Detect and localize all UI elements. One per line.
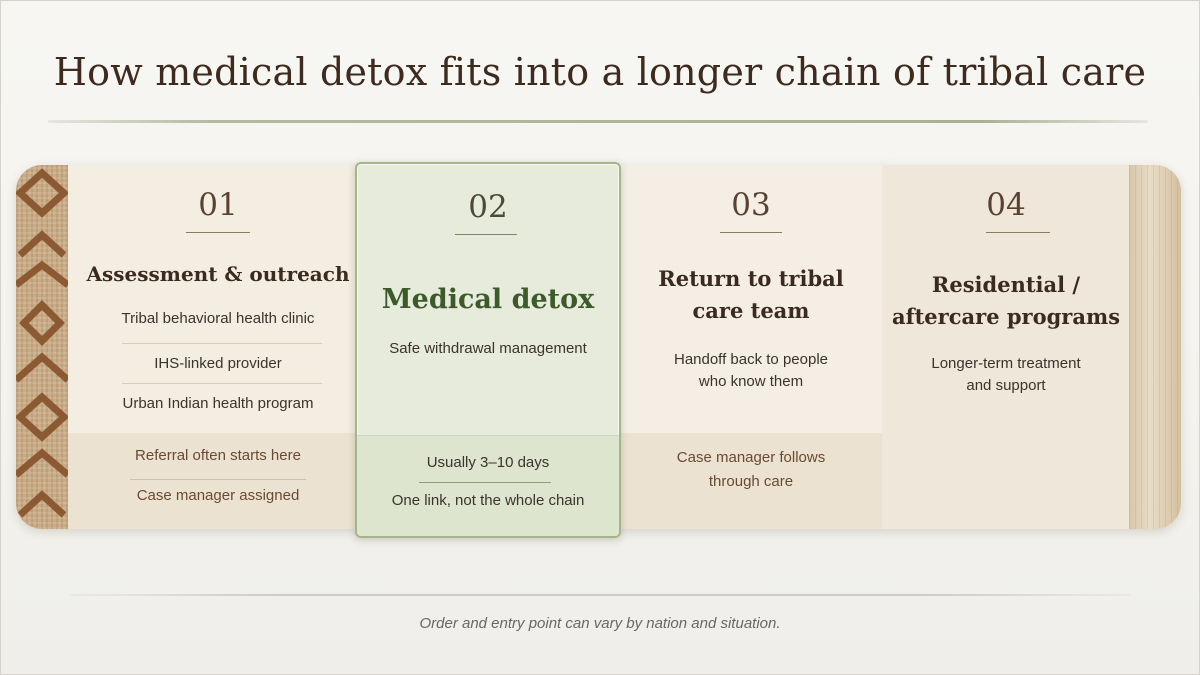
stage-02-number-rule: [455, 234, 517, 235]
stage-04-panel: 04 Residential / aftercare programs Long…: [882, 165, 1130, 529]
stage-04-title-line-2: aftercare programs: [891, 304, 1121, 329]
stage-04-title-line-1: Residential /: [931, 272, 1081, 297]
stage-01-panel: 01 Assessment & outreach Tribal behavior…: [68, 165, 369, 529]
stage-03-footer-line-2: through care: [708, 473, 794, 490]
stage-04-number: 04: [986, 187, 1026, 223]
stage-03-description-line-2: who know them: [698, 373, 804, 390]
page-title: How medical detox fits into a longer cha…: [53, 50, 1147, 94]
stage-01-title: Assessment & outreach: [86, 262, 350, 286]
stage-03-number: 03: [731, 187, 771, 223]
stage-01-footer: Referral often starts here Case manager …: [68, 433, 368, 529]
stage-01-divider-2: [122, 383, 322, 384]
stage-02-subtitle: Safe withdrawal management: [389, 340, 587, 357]
stage-03-footer-line-1: Case manager follows: [676, 449, 826, 466]
stage-02-footer-2: One link, not the whole chain: [391, 492, 585, 509]
stage-01-number-rule: [186, 232, 250, 233]
footnote: Order and entry point can vary by nation…: [419, 615, 781, 632]
stage-02-footer: Usually 3–10 days One link, not the whol…: [357, 435, 619, 536]
stage-02-footer-divider: [419, 482, 551, 483]
stage-01-item-3: Urban Indian health program: [122, 395, 314, 412]
stage-04-number-rule: [986, 232, 1050, 233]
stage-01-item-2: IHS-linked provider: [154, 355, 282, 372]
stage-03-description-line-1: Handoff back to people: [673, 351, 828, 368]
stage-02-title: Medical detox: [381, 284, 595, 315]
stage-03-panel: 03 Return to tribal care team Handoff ba…: [620, 165, 883, 529]
stage-01-divider-1: [122, 343, 322, 344]
stage-04-description-line-2: and support: [966, 377, 1046, 394]
stage-01-footer-2: Case manager assigned: [136, 487, 300, 504]
stage-02-footer-1: Usually 3–10 days: [426, 454, 550, 471]
woven-motif-icon: [16, 168, 71, 518]
stage-01-number: 01: [198, 187, 238, 223]
stage-03-footer: Case manager follows through care: [620, 433, 882, 529]
stage-03-number-rule: [720, 232, 782, 233]
woven-pattern-left: [16, 165, 71, 529]
stage-02-number: 02: [468, 189, 508, 225]
stage-01-footer-divider: [130, 479, 306, 480]
stage-03-title-line-2: care team: [692, 298, 810, 323]
footer-divider: [70, 594, 1130, 596]
stage-01-item-1: Tribal behavioral health clinic: [121, 310, 315, 327]
stage-03-title-line-1: Return to tribal: [658, 266, 844, 291]
wood-panel-right: [1129, 165, 1181, 529]
stage-04-description-line-1: Longer-term treatment: [931, 355, 1081, 372]
stage-02-panel: 02 Medical detox Safe withdrawal managem…: [355, 162, 621, 538]
stage-01-footer-1: Referral often starts here: [135, 447, 301, 464]
title-divider: [48, 120, 1148, 123]
